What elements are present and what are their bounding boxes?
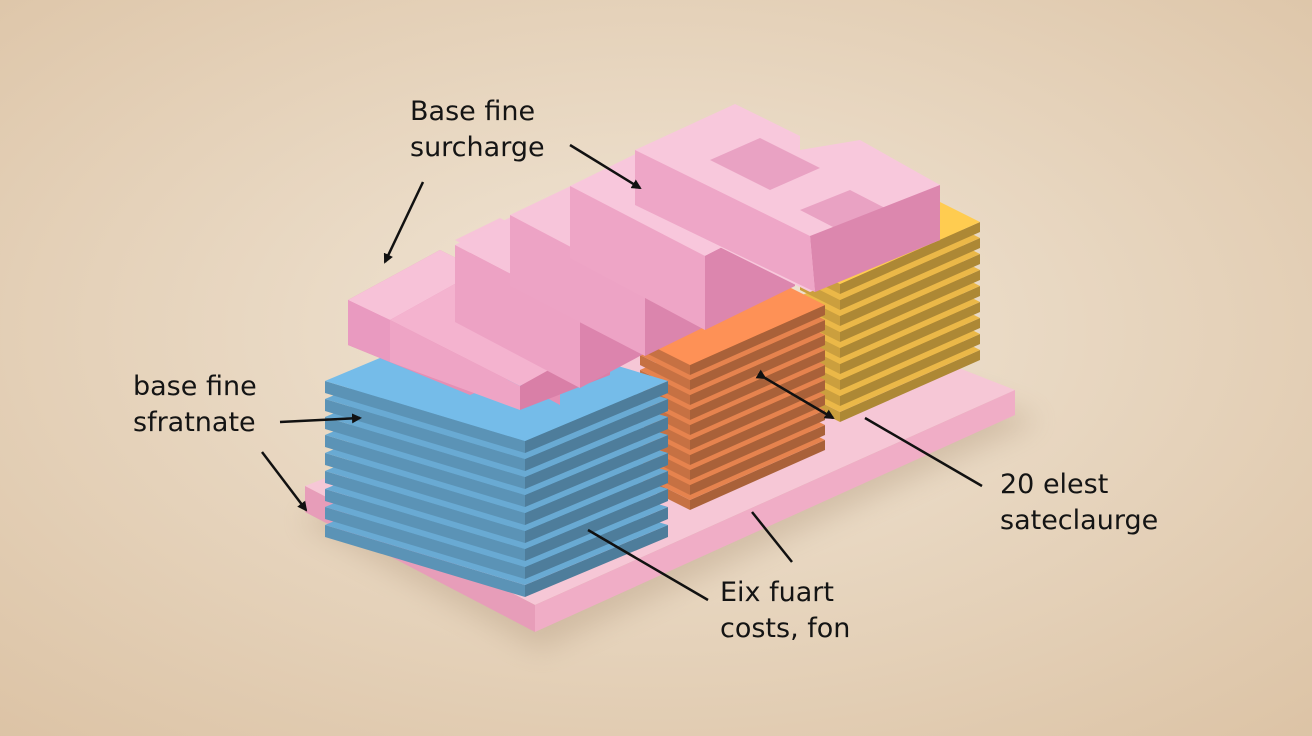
slab-left-face [325, 525, 525, 597]
label-line: costs, fon [720, 613, 851, 644]
slab-left-face [640, 355, 690, 390]
label-line: Base fine [410, 96, 536, 127]
arrow-base-to-plate [261, 451, 308, 512]
slab-right-face [690, 440, 825, 510]
slab-left-face [325, 453, 525, 525]
slab-right-face [525, 471, 668, 543]
arrow-base-to-blue [279, 413, 362, 424]
slab-left-face [325, 399, 525, 471]
slab-right-face [525, 525, 668, 597]
slab-left-face [325, 507, 525, 579]
slab-right-face [525, 453, 668, 525]
slab-right-face [840, 254, 980, 326]
pink-letter-blocks [348, 104, 940, 410]
slab-right-face [525, 399, 668, 471]
pink-block-5 [635, 104, 940, 292]
slab-right-face [690, 410, 825, 480]
label-line: surcharge [410, 132, 545, 163]
slab-left-face [325, 489, 525, 561]
arrow-orange-yellow [755, 369, 835, 420]
label-line: base fine [133, 371, 257, 402]
arrow-surcharge-to-block [569, 143, 642, 190]
slab-right-face [840, 302, 980, 374]
slab-right-face [840, 238, 980, 310]
slab-right-face [840, 222, 980, 294]
label-line: sateclaurge [1000, 505, 1159, 536]
slab-right-face [525, 435, 668, 507]
slab-right-face [840, 334, 980, 406]
slab-right-face [840, 270, 980, 342]
slab-left-face [325, 435, 525, 507]
slab-right-face [525, 381, 668, 453]
slab-right-face [840, 286, 980, 358]
slab-right-face [690, 305, 825, 375]
label-base-fine-sfratnate: base fine sfratnate [133, 369, 257, 441]
slab-right-face [525, 417, 668, 489]
label-20-elest: 20 elest sateclaurge [1000, 467, 1158, 539]
line-plate-to-label [751, 511, 793, 563]
slab-right-face [525, 507, 668, 579]
label-line: sfratnate [133, 407, 256, 438]
line-blue-to-label [587, 528, 709, 602]
slab-right-face [840, 318, 980, 390]
slab-right-face [840, 350, 980, 422]
slab-top-face [640, 280, 825, 365]
label-line: Eix fuart [720, 577, 834, 608]
slab-left-face [325, 417, 525, 489]
slab-right-face [690, 320, 825, 390]
label-line: 20 elest [1000, 469, 1109, 500]
label-base-fine-surcharge: Base fine surcharge [410, 94, 545, 166]
line-yellow-to-label [864, 416, 983, 488]
label-eix-fuart: Eix fuart costs, fon [720, 575, 850, 647]
slab-left-face [325, 471, 525, 543]
slab-right-face [525, 489, 668, 561]
slab-left-face [325, 381, 525, 453]
slab-right-face [690, 425, 825, 495]
arrow-surcharge-to-left-block [383, 181, 425, 264]
annotation-arrows [261, 143, 983, 602]
